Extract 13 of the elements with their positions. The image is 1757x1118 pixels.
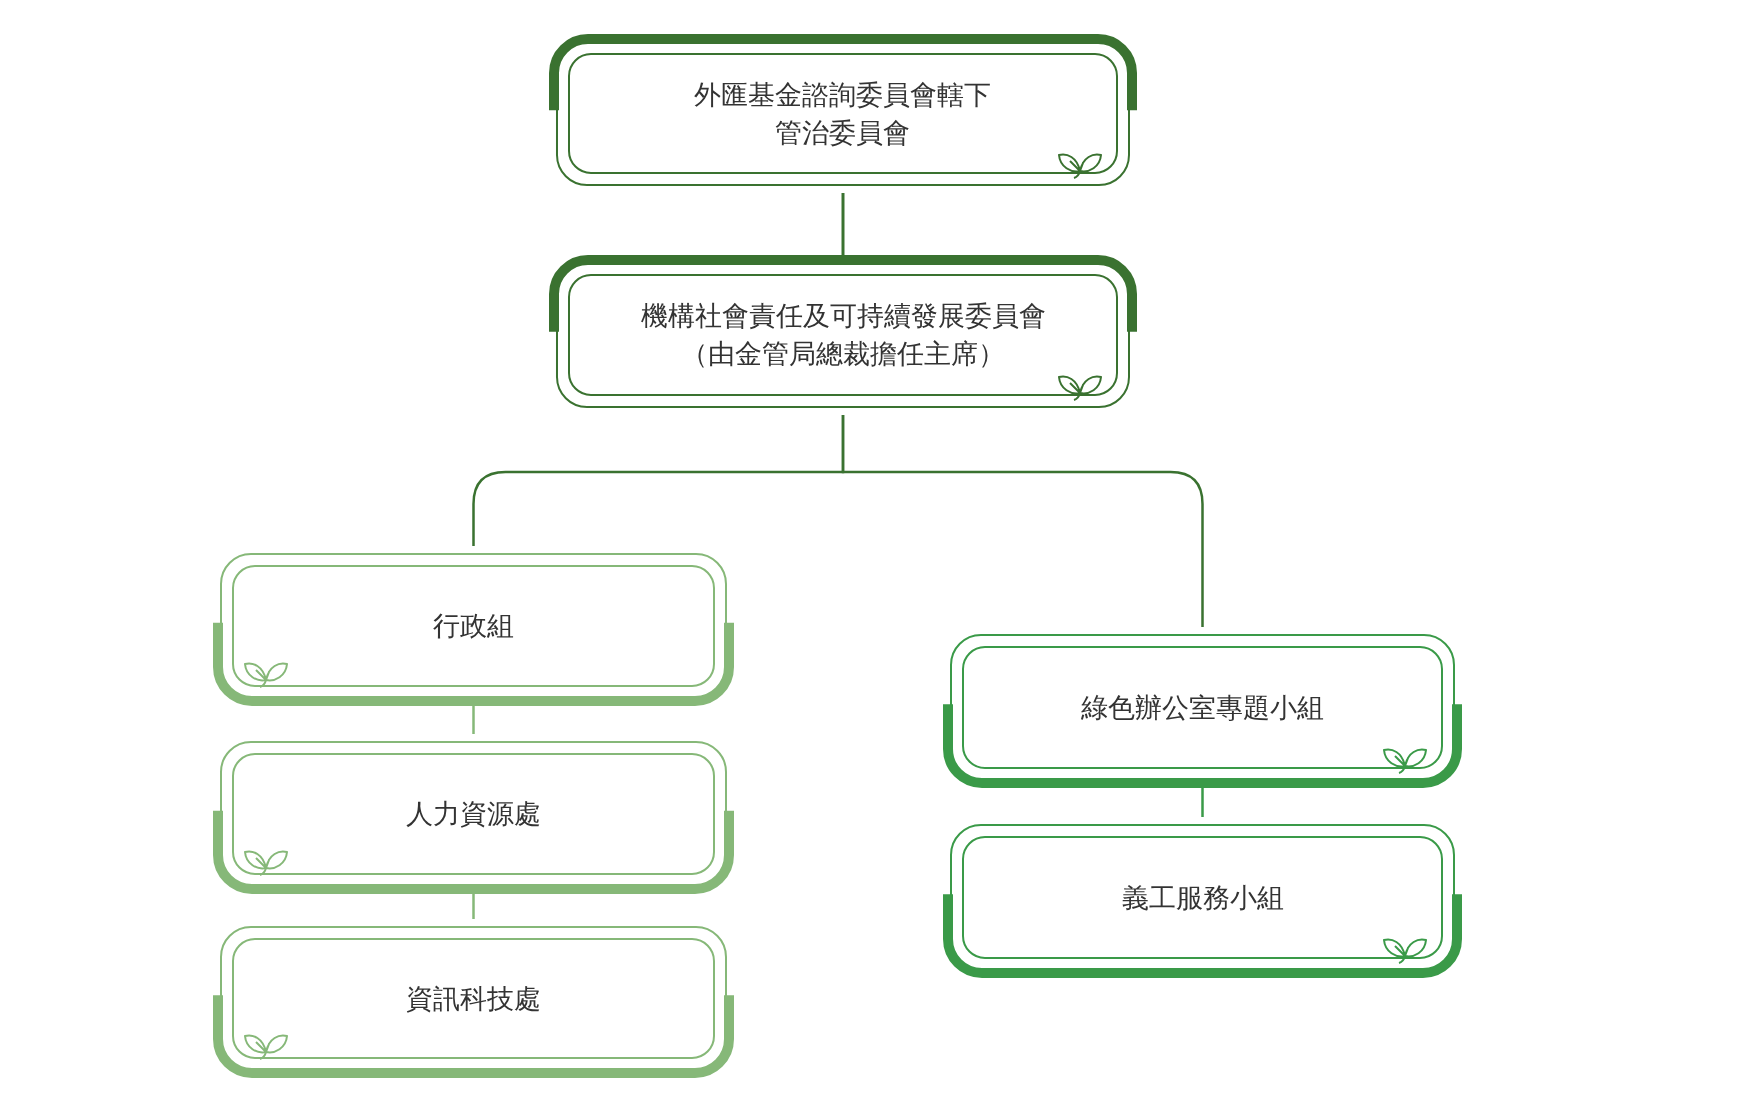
connector-line [841, 415, 1204, 627]
connector-line [841, 193, 845, 255]
box-title: 人力資源處 [406, 797, 541, 831]
box-subtitle: （由金管局總裁擔任主席） [681, 337, 1005, 371]
connector-line [472, 706, 475, 734]
connector-line [472, 894, 475, 919]
box-title: 外匯基金諮詢委員會轄下管治委員會 [693, 77, 993, 150]
box-title: 資訊科技處 [406, 981, 541, 1016]
box-title: 綠色辦公室專題小組 [1081, 690, 1324, 725]
connector-line [1201, 788, 1204, 817]
box-title: 義工服務小組 [1121, 880, 1284, 915]
box-title: 行政組 [433, 609, 514, 643]
box-title: 機構社會責任及可持續發展委員會 [640, 299, 1046, 333]
